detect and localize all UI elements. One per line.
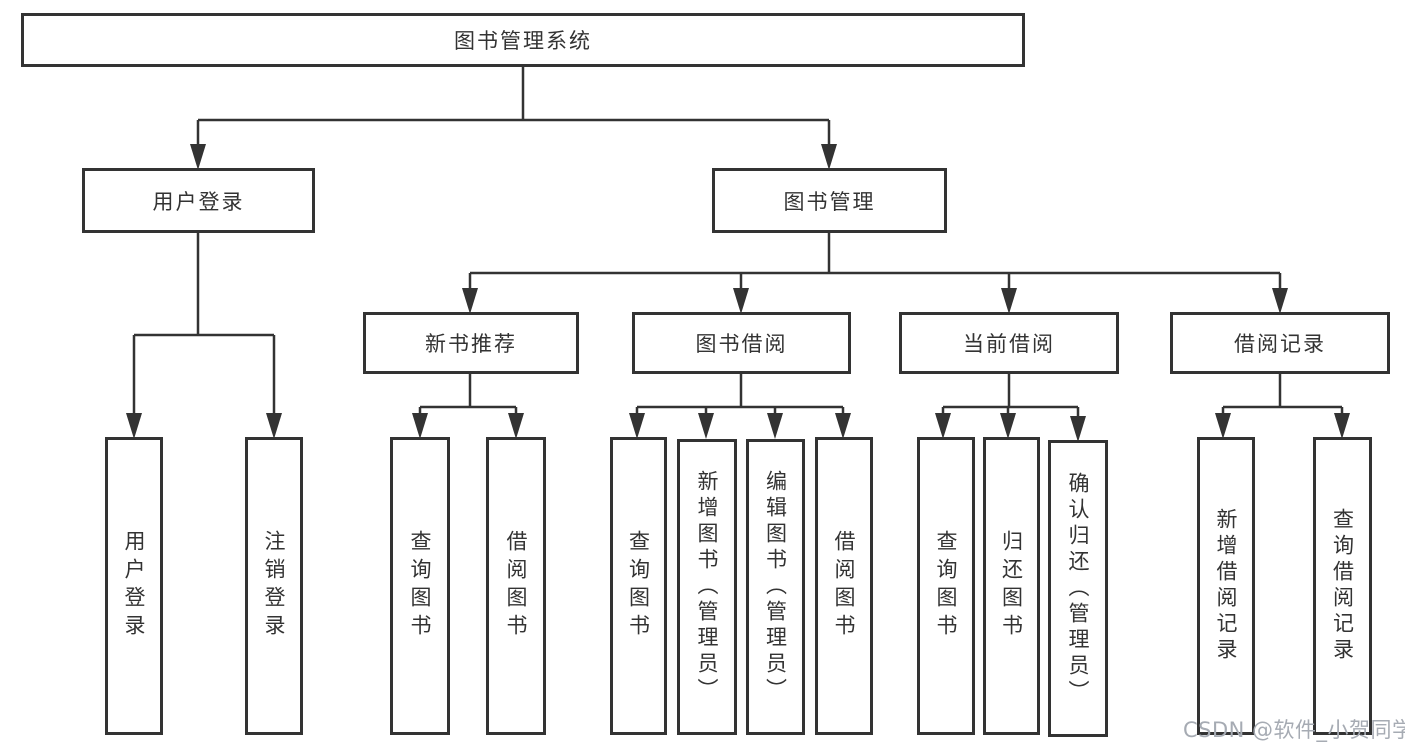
- arrowhead-cb-return-books: [1000, 413, 1016, 439]
- leaf-nbr-borrow-books: 借阅图书: [486, 437, 546, 735]
- leaf-nbr-query-books-label: 查询图书: [408, 530, 432, 642]
- node-book-borrow-label: 图书借阅: [695, 332, 788, 356]
- leaf-bb-query-books-label: 查询图书: [626, 530, 651, 642]
- leaf-br-query-record: 查询借阅记录: [1313, 437, 1372, 735]
- node-root-label: 图书管理系统: [454, 29, 592, 53]
- leaf-br-query-record-label: 查询借阅记录: [1330, 508, 1355, 664]
- connector-user-login-branch: [132, 233, 276, 427]
- leaf-user-login-label: 用户登录: [122, 530, 146, 642]
- arrowhead-nbr-query-books: [412, 413, 428, 439]
- leaf-cb-return-books: 归还图书: [983, 437, 1040, 735]
- node-borrow-records: 借阅记录: [1170, 312, 1390, 374]
- leaf-nbr-query-books: 查询图书: [390, 437, 450, 735]
- arrowhead-new-book-recommend: [462, 288, 478, 314]
- arrowheads: [126, 144, 1350, 442]
- leaf-bb-query-books: 查询图书: [610, 437, 667, 735]
- arrowhead-book-management: [821, 144, 837, 170]
- leaf-cb-confirm-return-label: 确认归还（管理员）: [1066, 471, 1090, 706]
- leaf-bb-borrow-books: 借阅图书: [815, 437, 873, 735]
- node-new-book-recommend: 新书推荐: [363, 312, 579, 374]
- node-book-borrow: 图书借阅: [632, 312, 851, 374]
- leaf-cb-query-books-label: 查询图书: [934, 530, 958, 642]
- arrowhead-br-query-record: [1334, 413, 1350, 439]
- arrowhead-current-borrow: [1001, 288, 1017, 314]
- leaf-br-add-record-label: 新增借阅记录: [1214, 508, 1238, 664]
- leaf-br-add-record: 新增借阅记录: [1197, 437, 1255, 735]
- arrowhead-br-add-record: [1215, 413, 1231, 439]
- arrowhead-cb-query-books: [935, 413, 951, 439]
- node-current-borrow-label: 当前借阅: [963, 332, 1055, 356]
- arrowhead-nbr-borrow-books: [508, 413, 524, 439]
- arrowhead-leaf-logout: [266, 413, 282, 439]
- leaf-logout: 注销登录: [245, 437, 303, 735]
- connector-level4-drops: [418, 407, 1344, 430]
- connector-root-branch: [196, 67, 831, 158]
- leaf-nbr-borrow-books-label: 借阅图书: [504, 530, 528, 642]
- connector-book-management-branch: [468, 233, 1282, 302]
- leaf-user-login: 用户登录: [105, 437, 163, 735]
- leaf-cb-confirm-return: 确认归还（管理员）: [1048, 440, 1108, 737]
- leaf-bb-edit-books: 编辑图书（管理员）: [746, 439, 805, 735]
- leaf-logout-label: 注销登录: [262, 530, 286, 642]
- node-new-book-recommend-label: 新书推荐: [425, 332, 517, 356]
- leaf-bb-add-books-label: 新增图书（管理员）: [695, 470, 719, 704]
- arrowhead-bb-borrow-books: [835, 413, 851, 439]
- node-user-login-label: 用户登录: [152, 189, 245, 214]
- node-book-management-label: 图书管理: [783, 189, 876, 214]
- node-borrow-records-label: 借阅记录: [1234, 332, 1326, 356]
- arrowhead-book-borrow: [733, 288, 749, 314]
- arrowhead-bb-edit-books: [767, 413, 783, 439]
- arrowhead-cb-confirm-return: [1070, 416, 1086, 442]
- node-book-management: 图书管理: [712, 168, 947, 233]
- node-root: 图书管理系统: [21, 13, 1025, 67]
- arrowhead-user-login: [190, 144, 206, 170]
- leaf-bb-edit-books-label: 编辑图书（管理员）: [763, 470, 788, 704]
- node-current-borrow: 当前借阅: [899, 312, 1119, 374]
- leaf-bb-borrow-books-label: 借阅图书: [832, 530, 856, 642]
- connector-level3-stubs: [468, 373, 1282, 407]
- leaf-cb-query-books: 查询图书: [917, 437, 975, 735]
- leaf-cb-return-books-label: 归还图书: [999, 530, 1024, 642]
- csdn-watermark: CSDN @软件_小贺同学: [1183, 718, 1405, 742]
- arrowhead-leaf-user-login: [126, 413, 142, 439]
- node-user-login: 用户登录: [82, 168, 315, 233]
- arrowhead-bb-add-books: [698, 413, 714, 439]
- arrowhead-borrow-records: [1272, 288, 1288, 314]
- arrowhead-bb-query-books: [629, 413, 645, 439]
- connector-paths: [132, 67, 1344, 430]
- leaf-bb-add-books: 新增图书（管理员）: [677, 439, 737, 735]
